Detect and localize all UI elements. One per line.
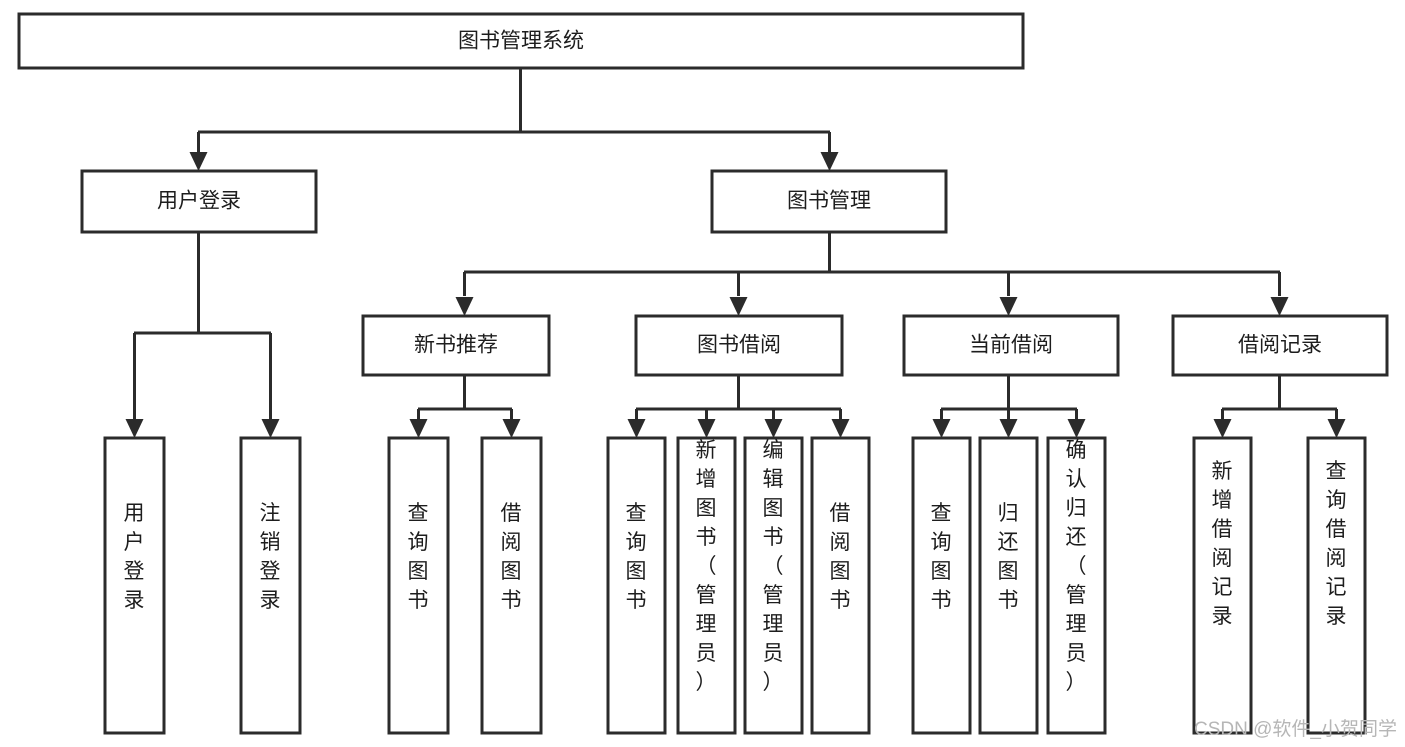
arrow-to-leaf-query-book-3 <box>932 419 951 438</box>
arrow-to-leaf-return-book <box>999 419 1018 438</box>
node-leaf-add-record[interactable]: 新增借阅记录 <box>1192 436 1253 735</box>
node-leaf-borrow-book-1-label: 借阅图书 <box>501 502 522 612</box>
node-leaf-query-record-label: 查询借阅记录 <box>1326 460 1347 628</box>
node-book-borrow[interactable]: 图书借阅 <box>634 314 844 377</box>
node-leaf-borrow-book-2-label: 借阅图书 <box>830 502 851 612</box>
node-leaf-logout-login[interactable]: 注销登录 <box>239 436 302 735</box>
arrow-to-leaf-borrow-book-1 <box>502 419 521 438</box>
node-leaf-query-book-3[interactable]: 查询图书 <box>911 436 972 735</box>
node-leaf-confirm-return[interactable]: 确认归还（管理员） <box>1046 436 1107 735</box>
node-root[interactable]: 图书管理系统 <box>17 12 1025 70</box>
arrow-to-new-book-recommend <box>455 297 474 316</box>
node-leaf-add-book[interactable]: 新增图书（管理员） <box>676 436 737 735</box>
arrow-to-current-borrow <box>999 297 1018 316</box>
node-leaf-edit-book[interactable]: 编辑图书（管理员） <box>743 436 804 735</box>
arrow-to-leaf-borrow-book-2 <box>831 419 850 438</box>
node-book-borrow-label: 图书借阅 <box>697 334 781 357</box>
node-book-manage-label: 图书管理 <box>787 190 871 213</box>
node-new-book-recommend-label: 新书推荐 <box>414 334 498 357</box>
node-new-book-recommend[interactable]: 新书推荐 <box>361 314 551 377</box>
connector-group <box>125 68 1346 438</box>
node-leaf-query-book-2-label: 查询图书 <box>626 502 647 612</box>
node-root-label: 图书管理系统 <box>458 30 584 53</box>
node-leaf-user-login-box[interactable] <box>103 436 166 735</box>
node-leaf-edit-book-box[interactable] <box>743 436 804 735</box>
node-borrow-record-box[interactable] <box>1171 314 1389 377</box>
node-leaf-confirm-return-box[interactable] <box>1046 436 1107 735</box>
node-leaf-query-book-2[interactable]: 查询图书 <box>606 436 667 735</box>
node-leaf-query-book-3-box[interactable] <box>911 436 972 735</box>
node-leaf-return-book-label: 归还图书 <box>998 502 1019 612</box>
node-leaf-query-book-1-box[interactable] <box>387 436 450 735</box>
arrow-to-leaf-confirm-return <box>1067 419 1086 438</box>
arrow-to-leaf-add-record <box>1213 419 1232 438</box>
node-user-login-label: 用户登录 <box>157 190 241 213</box>
node-book-borrow-box[interactable] <box>634 314 844 377</box>
node-leaf-add-record-label: 新增借阅记录 <box>1212 460 1233 628</box>
node-leaf-query-record[interactable]: 查询借阅记录 <box>1306 436 1367 735</box>
node-leaf-borrow-book-1[interactable]: 借阅图书 <box>480 436 543 735</box>
node-leaf-user-login-label: 用户登录 <box>124 502 145 612</box>
node-leaf-query-record-box[interactable] <box>1306 436 1367 735</box>
node-borrow-record-label: 借阅记录 <box>1238 334 1322 357</box>
node-current-borrow-box[interactable] <box>902 314 1120 377</box>
watermark-label: CSDN @软件_小贺同学 <box>1194 718 1397 740</box>
arrow-to-book-manage <box>820 152 839 171</box>
node-leaf-query-book-1[interactable]: 查询图书 <box>387 436 450 735</box>
node-leaf-query-book-2-box[interactable] <box>606 436 667 735</box>
arrow-to-leaf-query-book-1 <box>409 419 428 438</box>
arrow-to-leaf-add-book <box>697 419 716 438</box>
node-leaf-logout-login-label: 注销登录 <box>260 502 281 612</box>
node-user-login[interactable]: 用户登录 <box>80 169 318 234</box>
arrow-to-leaf-user-login <box>125 419 144 438</box>
arrow-to-leaf-logout-login <box>261 419 280 438</box>
node-leaf-borrow-book-2-box[interactable] <box>810 436 871 735</box>
node-new-book-recommend-box[interactable] <box>361 314 551 377</box>
arrow-to-borrow-record <box>1270 297 1289 316</box>
node-book-manage[interactable]: 图书管理 <box>710 169 948 234</box>
node-leaf-return-book-box[interactable] <box>978 436 1039 735</box>
node-leaf-edit-book-label: 编辑图书（管理员） <box>763 439 784 694</box>
arrow-to-leaf-edit-book <box>764 419 783 438</box>
node-leaf-confirm-return-label: 确认归还（管理员） <box>1066 439 1087 694</box>
node-borrow-record[interactable]: 借阅记录 <box>1171 314 1389 377</box>
node-leaf-return-book[interactable]: 归还图书 <box>978 436 1039 735</box>
node-current-borrow-label: 当前借阅 <box>969 334 1053 357</box>
node-leaf-borrow-book-1-box[interactable] <box>480 436 543 735</box>
node-user-login-box[interactable] <box>80 169 318 234</box>
arrow-to-user-login <box>189 152 208 171</box>
node-leaf-add-book-box[interactable] <box>676 436 737 735</box>
node-leaf-add-record-box[interactable] <box>1192 436 1253 735</box>
arrow-to-leaf-query-record <box>1327 419 1346 438</box>
node-leaf-query-book-3-label: 查询图书 <box>931 502 952 612</box>
arrow-to-leaf-query-book-2 <box>627 419 646 438</box>
arrow-to-book-borrow <box>729 297 748 316</box>
node-leaf-user-login[interactable]: 用户登录 <box>103 436 166 735</box>
node-leaf-borrow-book-2[interactable]: 借阅图书 <box>810 436 871 735</box>
node-leaf-logout-login-box[interactable] <box>239 436 302 735</box>
node-root-box[interactable] <box>17 12 1025 70</box>
node-book-manage-box[interactable] <box>710 169 948 234</box>
node-leaf-query-book-1-label: 查询图书 <box>408 502 429 612</box>
node-current-borrow[interactable]: 当前借阅 <box>902 314 1120 377</box>
node-leaf-add-book-label: 新增图书（管理员） <box>696 439 717 694</box>
